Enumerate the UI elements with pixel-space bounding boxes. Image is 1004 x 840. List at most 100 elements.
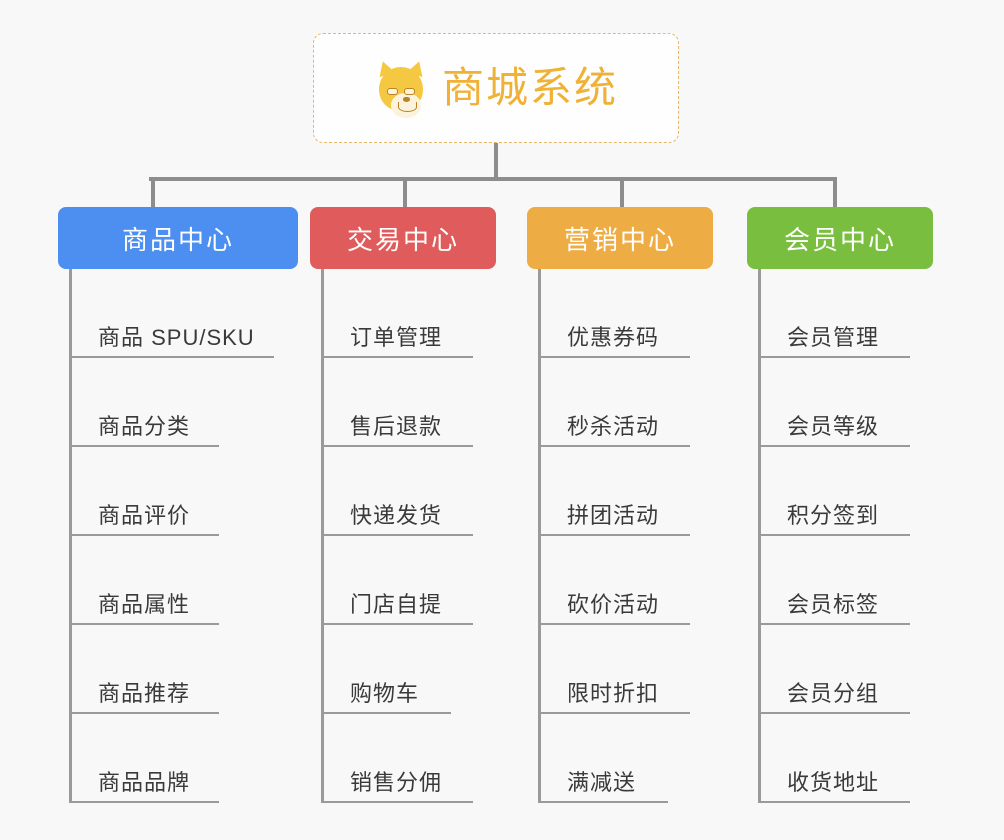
leaf-item-label: 会员管理 bbox=[787, 325, 880, 350]
leaf-item-underline bbox=[69, 801, 219, 803]
branch-spine bbox=[758, 269, 761, 803]
shiba-eye-right-icon bbox=[403, 88, 415, 95]
branch-header-label: 交易中心 bbox=[346, 224, 459, 255]
leaf-item-label: 销售分佣 bbox=[350, 770, 443, 795]
leaf-item-underline bbox=[321, 801, 473, 803]
leaf-item-label: 售后退款 bbox=[350, 414, 443, 439]
leaf-item-underline bbox=[69, 712, 219, 714]
branch-body-product-center: 商品 SPU/SKU 商品分类商品评价商品属性商品推荐商品品牌 bbox=[58, 269, 298, 803]
shiba-nose-icon bbox=[402, 97, 410, 102]
leaf-item-label: 商品评价 bbox=[98, 503, 191, 528]
leaf-item-label: 会员分组 bbox=[787, 681, 880, 706]
leaf-item[interactable]: 商品评价 bbox=[58, 447, 298, 536]
leaf-item[interactable]: 秒杀活动 bbox=[527, 358, 713, 447]
branch-header-label: 会员中心 bbox=[783, 224, 896, 255]
branch-body-marketing-center: 优惠券码秒杀活动拼团活动砍价活动限时折扣满减送 bbox=[527, 269, 713, 803]
leaf-item-underline bbox=[758, 623, 910, 625]
root-title: 商城系统 bbox=[441, 64, 618, 111]
leaf-item-label: 会员等级 bbox=[787, 414, 880, 439]
connector-drop-0 bbox=[151, 177, 155, 207]
leaf-item[interactable]: 订单管理 bbox=[310, 269, 496, 358]
leaf-item-underline bbox=[758, 534, 910, 536]
leaf-item-label: 商品属性 bbox=[98, 592, 191, 617]
leaf-item-label: 订单管理 bbox=[350, 325, 443, 350]
branch-header-member-center[interactable]: 会员中心 bbox=[747, 207, 933, 269]
leaf-item-underline bbox=[69, 623, 219, 625]
leaf-item-underline bbox=[321, 356, 473, 358]
branch-header-trade-center[interactable]: 交易中心 bbox=[310, 207, 496, 269]
root-node[interactable]: 商城系统 bbox=[313, 33, 679, 143]
shiba-eye-left-icon bbox=[386, 88, 398, 95]
leaf-item-underline bbox=[321, 445, 473, 447]
leaf-item-label: 收货地址 bbox=[787, 770, 880, 795]
connector-drop-1 bbox=[403, 177, 407, 207]
leaf-item[interactable]: 会员管理 bbox=[747, 269, 933, 358]
leaf-item[interactable]: 积分签到 bbox=[747, 447, 933, 536]
leaf-item-label: 砍价活动 bbox=[567, 592, 660, 617]
branch-body-trade-center: 订单管理售后退款快递发货门店自提购物车销售分佣 bbox=[310, 269, 496, 803]
leaf-item-underline bbox=[69, 356, 274, 358]
leaf-item-label: 门店自提 bbox=[350, 592, 443, 617]
leaf-item[interactable]: 优惠券码 bbox=[527, 269, 713, 358]
leaf-item[interactable]: 商品分类 bbox=[58, 358, 298, 447]
leaf-item-underline bbox=[321, 623, 473, 625]
leaf-item-label: 秒杀活动 bbox=[567, 414, 660, 439]
leaf-item-label: 拼团活动 bbox=[567, 503, 660, 528]
branch-trade-center: 交易中心 订单管理售后退款快递发货门店自提购物车销售分佣 bbox=[310, 207, 496, 803]
leaf-item[interactable]: 拼团活动 bbox=[527, 447, 713, 536]
leaf-item-label: 积分签到 bbox=[787, 503, 880, 528]
leaf-item-underline bbox=[538, 445, 690, 447]
leaf-item-label: 商品分类 bbox=[98, 414, 191, 439]
connector-drop-2 bbox=[620, 177, 624, 207]
leaf-item[interactable]: 收货地址 bbox=[747, 714, 933, 803]
shiba-mouth-icon bbox=[397, 102, 417, 112]
leaf-item-label: 限时折扣 bbox=[567, 681, 660, 706]
leaf-item-underline bbox=[538, 534, 690, 536]
leaf-item[interactable]: 会员等级 bbox=[747, 358, 933, 447]
leaf-item[interactable]: 会员分组 bbox=[747, 625, 933, 714]
leaf-item-label: 商品品牌 bbox=[98, 770, 191, 795]
branch-spine bbox=[69, 269, 72, 803]
leaf-item-underline bbox=[69, 445, 219, 447]
branch-header-label: 商品中心 bbox=[121, 224, 234, 255]
leaf-item[interactable]: 商品推荐 bbox=[58, 625, 298, 714]
leaf-item-label: 快递发货 bbox=[350, 503, 443, 528]
leaf-item-label: 会员标签 bbox=[787, 592, 880, 617]
branch-header-marketing-center[interactable]: 营销中心 bbox=[527, 207, 713, 269]
leaf-item-label: 满减送 bbox=[567, 770, 637, 795]
leaf-item[interactable]: 快递发货 bbox=[310, 447, 496, 536]
connector-drop-3 bbox=[833, 177, 837, 207]
shiba-inu-icon bbox=[374, 58, 428, 118]
leaf-item-label: 商品 SPU/SKU bbox=[98, 325, 255, 350]
leaf-item-underline bbox=[538, 712, 690, 714]
leaf-item-label: 优惠券码 bbox=[567, 325, 660, 350]
branch-spine bbox=[321, 269, 324, 803]
leaf-item[interactable]: 购物车 bbox=[310, 625, 496, 714]
leaf-item[interactable]: 商品属性 bbox=[58, 536, 298, 625]
leaf-item[interactable]: 会员标签 bbox=[747, 536, 933, 625]
shiba-head-icon bbox=[378, 67, 423, 118]
leaf-item-underline bbox=[69, 534, 219, 536]
leaf-item[interactable]: 商品品牌 bbox=[58, 714, 298, 803]
branch-header-product-center[interactable]: 商品中心 bbox=[58, 207, 298, 269]
leaf-item[interactable]: 售后退款 bbox=[310, 358, 496, 447]
connector-stem bbox=[494, 143, 498, 179]
branch-product-center: 商品中心 商品 SPU/SKU 商品分类商品评价商品属性商品推荐商品品牌 bbox=[58, 207, 298, 803]
leaf-item[interactable]: 销售分佣 bbox=[310, 714, 496, 803]
leaf-item[interactable]: 限时折扣 bbox=[527, 625, 713, 714]
leaf-item-underline bbox=[538, 801, 668, 803]
leaf-item[interactable]: 砍价活动 bbox=[527, 536, 713, 625]
branch-marketing-center: 营销中心 优惠券码秒杀活动拼团活动砍价活动限时折扣满减送 bbox=[527, 207, 713, 803]
leaf-item-label: 购物车 bbox=[350, 681, 420, 706]
leaf-item-underline bbox=[758, 445, 910, 447]
connector-horizontal-bar bbox=[149, 177, 835, 181]
leaf-item-underline bbox=[538, 623, 690, 625]
leaf-item[interactable]: 门店自提 bbox=[310, 536, 496, 625]
branch-member-center: 会员中心 会员管理会员等级积分签到会员标签会员分组收货地址 bbox=[747, 207, 933, 803]
leaf-item[interactable]: 商品 SPU/SKU bbox=[58, 269, 298, 358]
leaf-item-label: 商品推荐 bbox=[98, 681, 191, 706]
leaf-item[interactable]: 满减送 bbox=[527, 714, 713, 803]
leaf-item-underline bbox=[321, 712, 451, 714]
leaf-item-underline bbox=[758, 712, 910, 714]
